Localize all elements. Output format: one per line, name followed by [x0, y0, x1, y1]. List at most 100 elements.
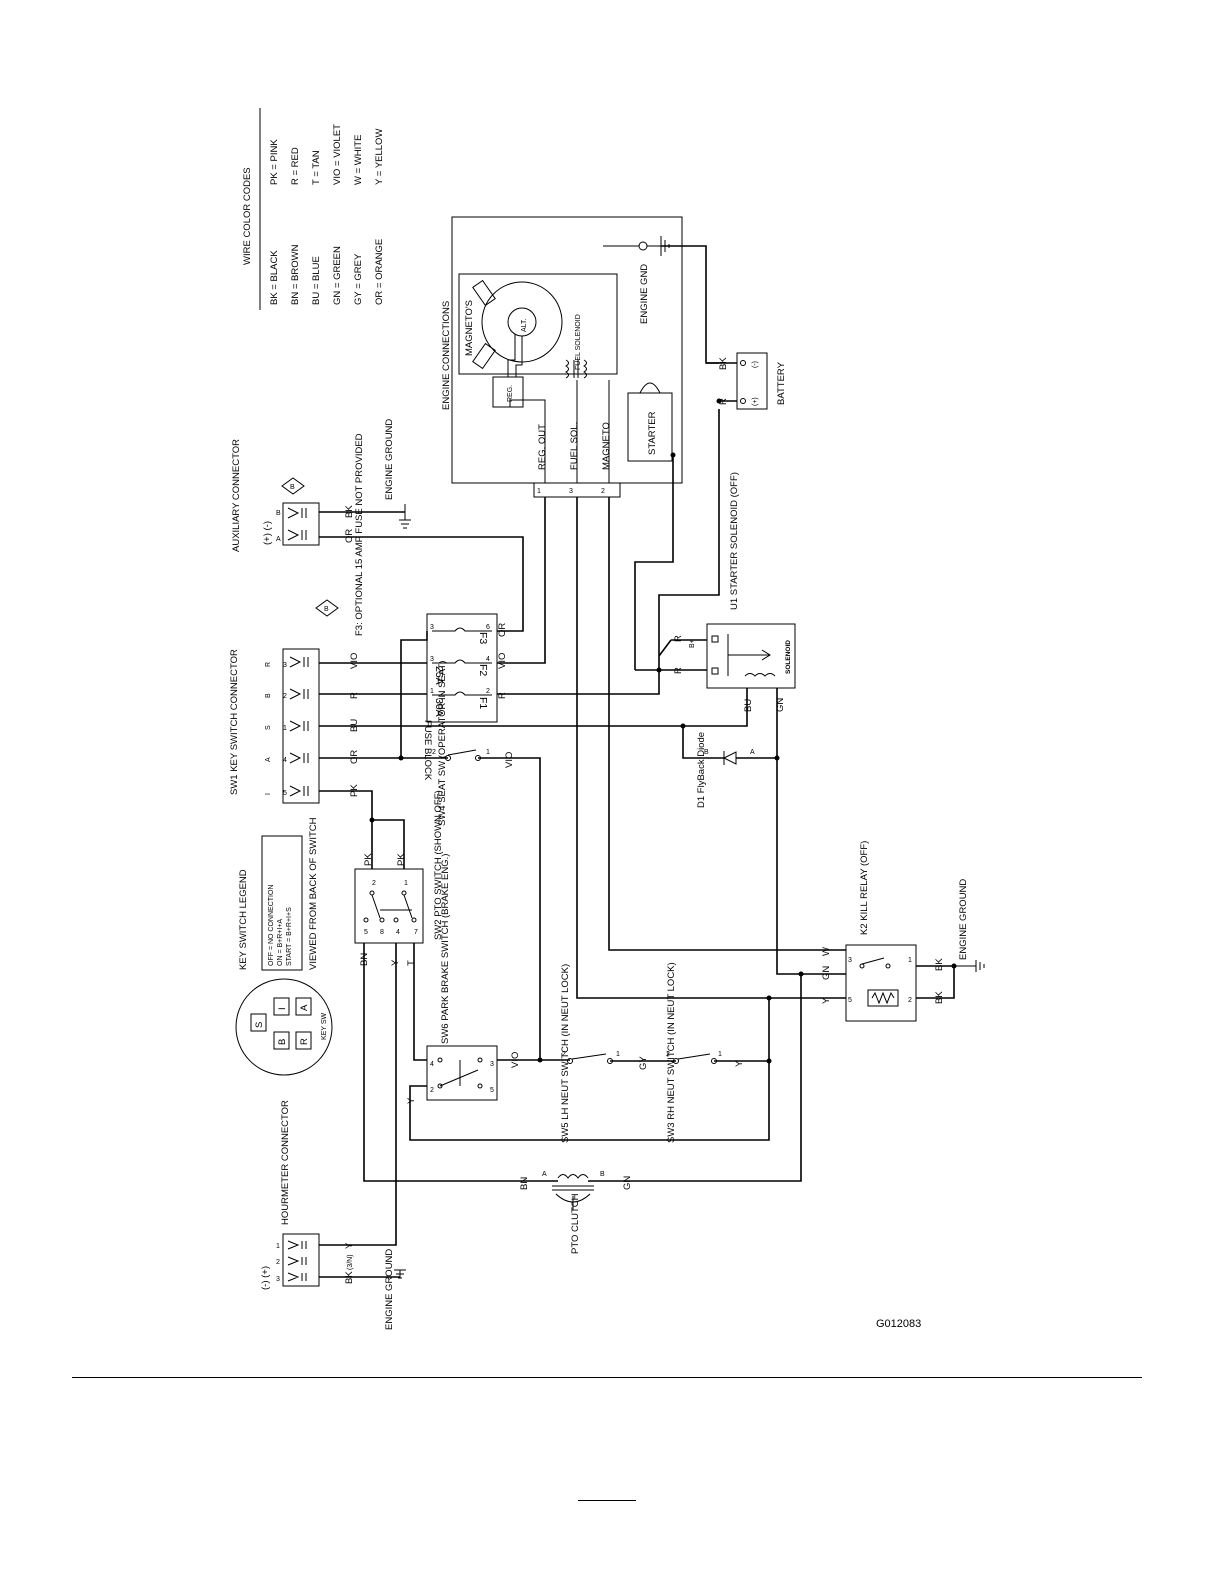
legend-item: BU = BLUE	[311, 256, 322, 305]
clutch-b: B	[600, 1171, 605, 1178]
pto-clutch-title: PTO CLUTCH	[570, 1193, 581, 1254]
wire-label: PK	[363, 853, 374, 866]
magneto-box	[458, 273, 618, 375]
legend-item: GY = GREY	[353, 253, 364, 305]
key-terminal	[250, 1013, 267, 1032]
fuse-f1: F1 30A 1 2	[430, 688, 492, 717]
wire-label: VIO	[349, 653, 360, 669]
fuse-block-title: FUSE BLOCK	[422, 720, 433, 781]
legend-item: GN = GREEN	[332, 246, 343, 305]
sw1-pin-num: 2	[283, 693, 287, 700]
kill-relay-body	[845, 944, 917, 1022]
lh-neut-switch: 2 1 GY SW5 LH NEUT SWITCH (IN NEUT LOCK)	[560, 964, 649, 1143]
lh-neut-title: SW5 LH NEUT SWITCH (IN NEUT LOCK)	[560, 964, 571, 1143]
wire-label: R	[497, 692, 508, 699]
engine-connections: ENGINE CONNECTIONS MAGNETO'S ALT. REG. F…	[441, 216, 683, 498]
rh-pin: 2	[666, 1051, 670, 1058]
seat-switch: 2 1 VIO SW4 SEAT SW (OPERATOR IN SEAT)	[432, 661, 515, 826]
wire-label: Y	[406, 1097, 417, 1104]
hour-pin: 3	[276, 1276, 280, 1283]
hourmeter-title: HOURMETER CONNECTOR	[280, 1100, 291, 1225]
key-terminal	[295, 1031, 312, 1050]
wire-label: OR	[349, 750, 360, 764]
wire-label: GN	[775, 698, 786, 712]
pto-switch-title: SW2 PTO SWITCH (SHOWN OFF)	[433, 790, 444, 940]
brake-pin: 3	[490, 1061, 494, 1068]
battery-body	[736, 352, 768, 410]
brake-pin: 2	[430, 1087, 434, 1094]
solenoid-label: SOLENOID	[785, 640, 792, 674]
key-legend-title: KEY SWITCH LEGEND	[238, 869, 249, 970]
starter-motor	[627, 392, 673, 462]
hour-pin: 1	[276, 1243, 280, 1250]
sw1-pin-num: 5	[283, 790, 287, 797]
fuel-sol-label: FUEL SOL.	[569, 422, 580, 470]
solenoid-title: U1 STARTER SOLENOID (OFF)	[729, 472, 740, 610]
fuse-block: FUSE BLOCK F3: OPTIONAL 15 AMP FUSE NOT …	[315, 433, 508, 781]
magneto-coil	[472, 342, 496, 370]
reg-out-label: REG. OUT	[537, 424, 548, 470]
ground-icon	[603, 236, 670, 256]
pto-clutch: A B BN GN PTO CLUTCH	[519, 1171, 633, 1254]
starter-solenoid: U1 STARTER SOLENOID (OFF) SOLENOID B+ R …	[673, 472, 796, 712]
wire-label: BN	[519, 1177, 530, 1190]
fuse-pin: 3	[430, 656, 434, 663]
key-legend-row: ON = B+R+I+A	[277, 919, 284, 966]
legend-item: BK = BLACK	[269, 250, 280, 305]
key-legend-viewed: VIEWED FROM BACK OF SWITCH	[308, 817, 319, 970]
pto-pin: 8	[380, 929, 384, 936]
legend-item: PK = PINK	[269, 139, 280, 185]
sw1-title: SW1 KEY SWITCH CONNECTOR	[229, 649, 240, 795]
rh-neut-title: SW3 RH NEUT SWITCH (IN NEUT LOCK)	[666, 962, 677, 1143]
wire-label: GN	[622, 1176, 633, 1190]
key-letter: S	[254, 1022, 265, 1028]
fuse-pin: 1	[430, 688, 434, 695]
key-sw-label: KEY SW	[321, 1013, 328, 1040]
legend-item: W = WHITE	[353, 135, 364, 185]
key-terminal	[273, 997, 290, 1016]
diode-a: A	[750, 749, 755, 756]
lh-pin: 1	[616, 1051, 620, 1058]
reg-label: REG.	[507, 385, 514, 402]
sw1-pin-num: 4	[283, 757, 287, 764]
park-brake-body	[426, 1045, 498, 1101]
hourmeter-polarity: (-) (+)	[260, 1266, 271, 1290]
aux-plug	[282, 502, 320, 546]
legend-item: Y = YELLOW	[374, 129, 385, 185]
brake-pin: 4	[430, 1061, 434, 1068]
legend-title: WIRE COLOR CODES	[242, 167, 253, 265]
relay-coil	[867, 989, 899, 1007]
pin-num: 2	[601, 488, 605, 495]
key-legend-box	[261, 835, 303, 971]
key-legend-row: START = B+R+I+S	[286, 907, 293, 966]
hourmeter-plug	[282, 1233, 320, 1287]
fuse-name: F1	[477, 697, 489, 709]
plunger-icon	[727, 634, 771, 676]
key-legend-row: OFF = NO CONNECTION	[268, 885, 275, 966]
relay-pin: 3	[848, 957, 852, 964]
kill-relay-ground: ENGINE GROUND	[958, 879, 969, 960]
wire-label: Y	[821, 997, 832, 1004]
alt-label: ALT.	[521, 318, 528, 332]
brake-pin: 5	[490, 1087, 494, 1094]
key-letter: R	[299, 1038, 310, 1045]
sw1-pin-letter: B	[265, 693, 272, 698]
wire-label: VIO	[504, 752, 515, 768]
auxiliary-connector: AUXILIARY CONNECTOR (+) (-) A B B OR BK …	[231, 419, 411, 552]
fuse-name: F2	[477, 664, 489, 676]
battery-pos: (+)	[752, 397, 759, 406]
solenoid-icon	[565, 359, 587, 379]
wire-label: GN	[821, 966, 832, 980]
clutch-a: A	[542, 1171, 547, 1178]
key-letter: I	[277, 1007, 288, 1010]
pto-switch: 2 1 5 8 4 7 PK PK BN Y T SW2 PTO SWITCH …	[354, 790, 444, 966]
sw1-pin-letter: A	[265, 757, 272, 762]
park-brake-title: SW6 PARK BRAKE SWITCH (BRAKE ENG.)	[440, 854, 451, 1044]
starter-label: STARTER	[647, 411, 658, 455]
wire-label: R	[673, 635, 684, 642]
fuse-f3: F3 3 6	[430, 624, 492, 644]
key-terminal	[295, 997, 312, 1016]
seat-pin: 2	[432, 749, 436, 756]
sw1-pin-num: 1	[283, 725, 287, 732]
